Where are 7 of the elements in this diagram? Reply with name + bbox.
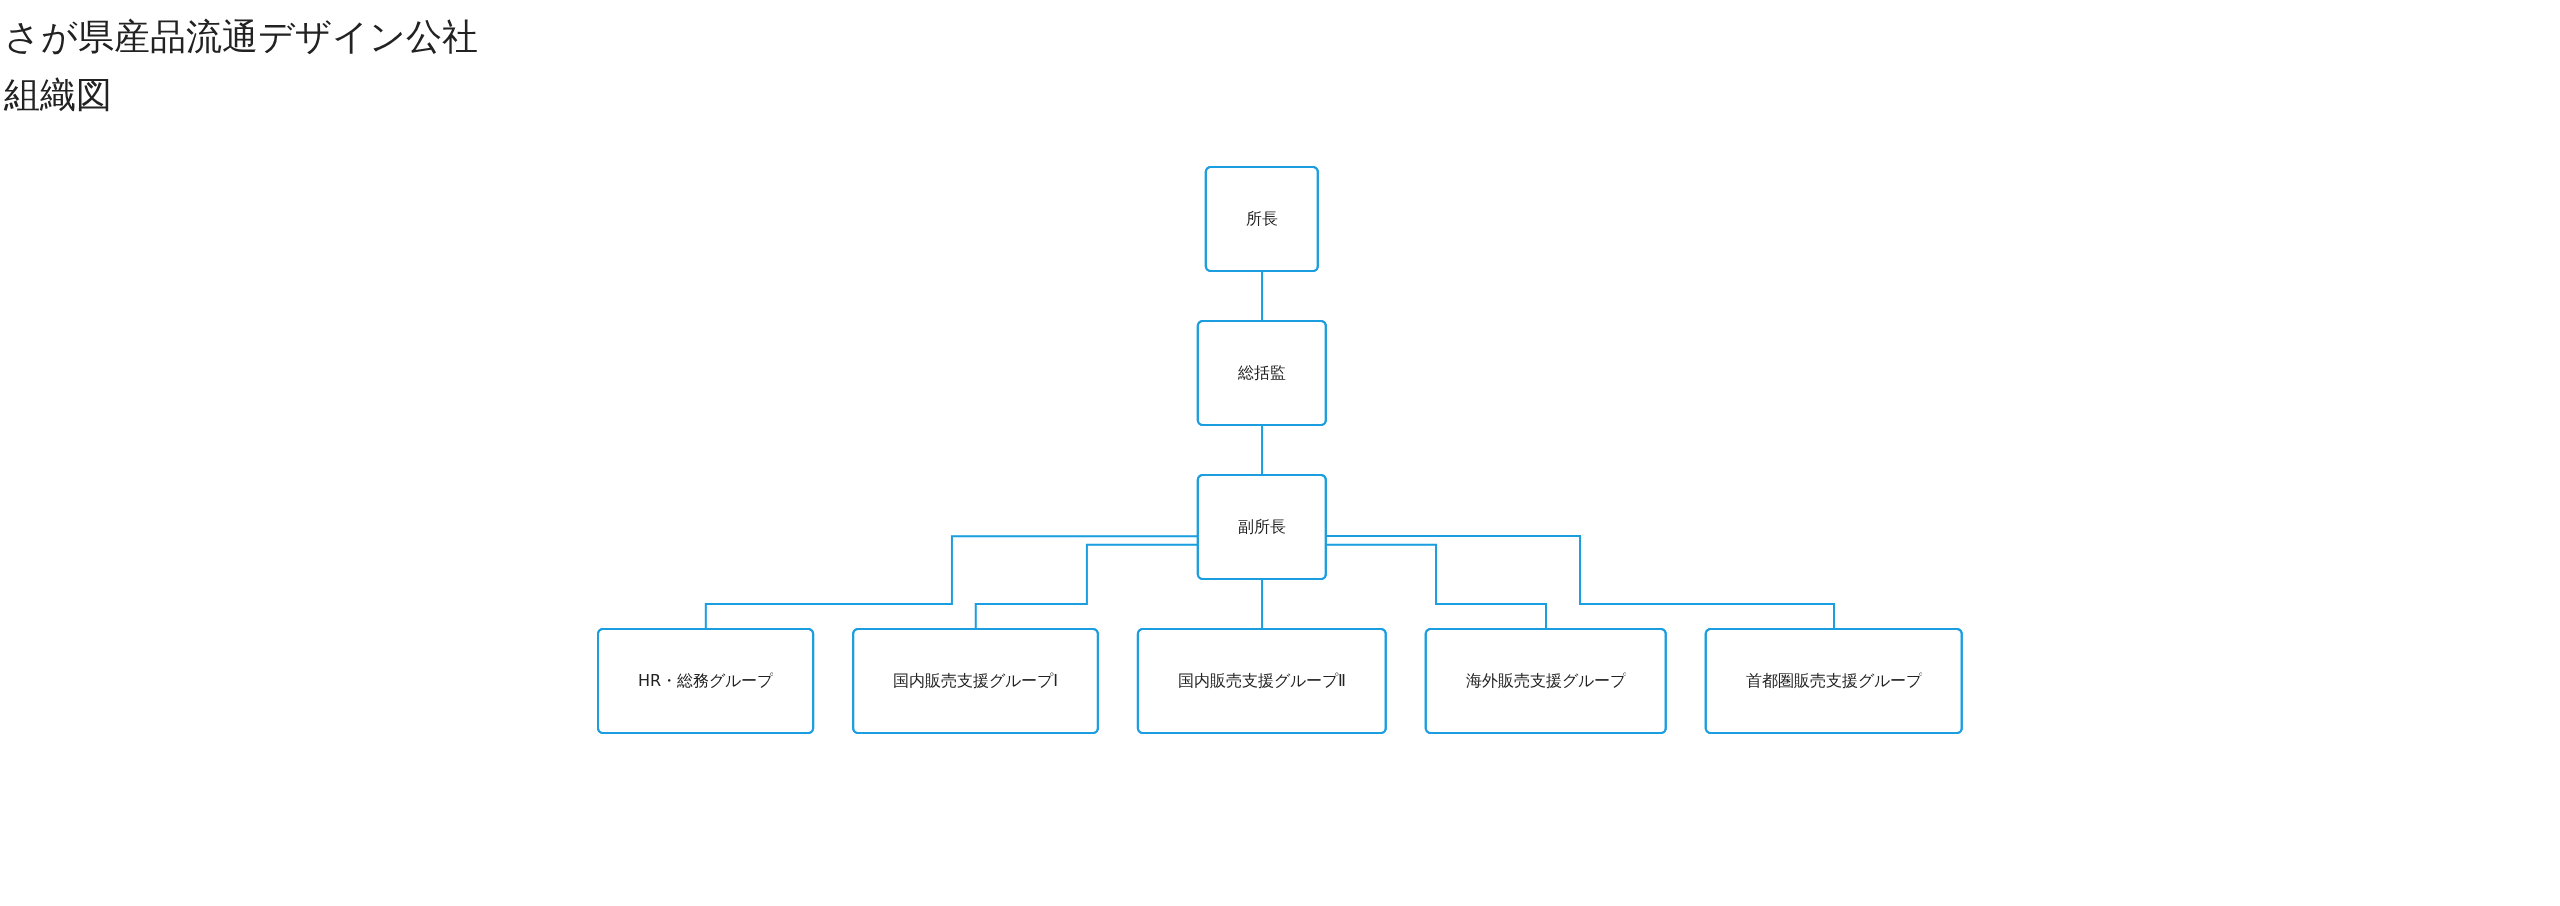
title: さが県産品流通デザイン公社	[4, 15, 478, 59]
connector	[1261, 578, 1264, 631]
connector	[1261, 424, 1264, 477]
connector	[1261, 270, 1264, 323]
connector	[1325, 535, 1836, 631]
connector	[1325, 543, 1548, 631]
subtitle: 組織図	[4, 73, 113, 117]
